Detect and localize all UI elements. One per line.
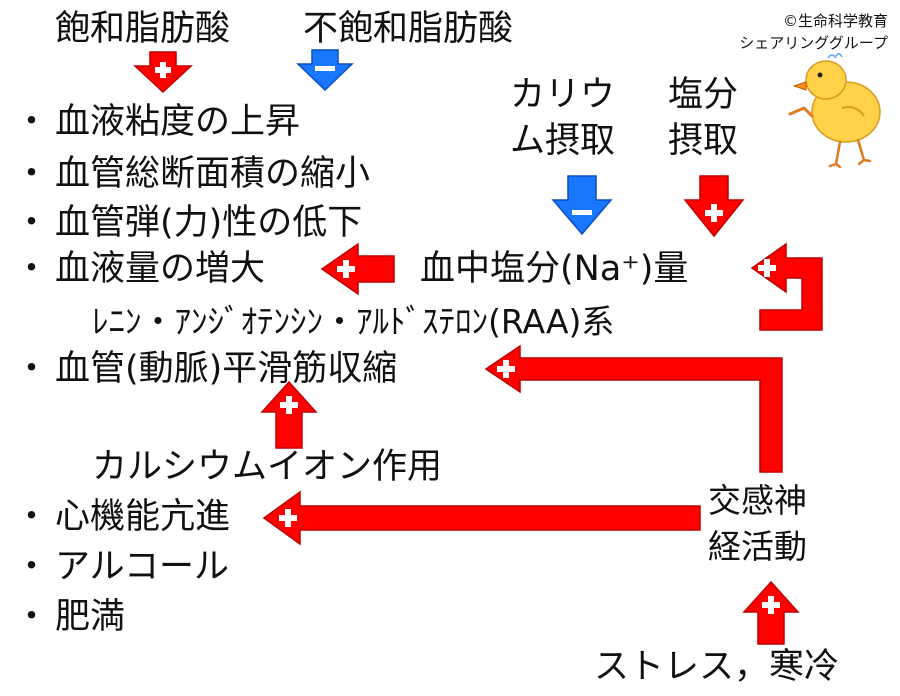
unsaturated-fat-label: 不飽和脂肪酸 (303, 9, 514, 49)
sympathetic-to-smooth-muscle-arrow (484, 344, 783, 473)
factor-vessel-area: 血管総断面積の縮小 (55, 154, 371, 194)
unsaturated-fat-decrease-arrow (296, 49, 354, 92)
calcium-to-smooth-muscle-arrow (260, 380, 318, 449)
sympathetic-to-cardiac-arrow (262, 490, 701, 546)
salt-intake-line-1: 塩分 (668, 75, 739, 115)
raa-feedback-arrow (750, 242, 823, 331)
sympathetic-node-line-1: 交感神 (708, 481, 807, 520)
salt-intake-line-2: 摂取 (668, 121, 739, 161)
bullet: ・ (14, 497, 50, 537)
saturated-fat-label: 飽和脂肪酸 (55, 9, 231, 49)
potassium-intake-line-1: カリウ (510, 75, 616, 115)
factor-cardiac: 心機能亢進 (55, 497, 231, 537)
factor-vessel-elasticity: 血管弾(力)性の低下 (55, 203, 363, 243)
bullet: ・ (14, 349, 50, 389)
saturated-fat-increase-arrow (133, 51, 193, 94)
sodium-to-volume-arrow (320, 242, 395, 296)
copyright-line-2: シェアリンググループ (739, 34, 888, 52)
bullet: ・ (14, 102, 50, 142)
potassium-decrease-arrow (551, 175, 613, 236)
factor-alcohol: アルコール (55, 547, 229, 587)
stress-cold-node: ストレス，寒冷 (594, 647, 840, 687)
factor-obesity: 肥満 (55, 597, 126, 637)
bullet: ・ (14, 249, 50, 289)
factor-blood-volume: 血液量の増大 (55, 249, 266, 289)
bullet: ・ (14, 154, 50, 194)
factor-smooth-muscle: 血管(動脈)平滑筋収縮 (55, 349, 398, 389)
bullet: ・ (14, 203, 50, 243)
chick-illustration (788, 53, 881, 168)
bullet: ・ (14, 547, 50, 587)
calcium-ion-node: カルシウムイオン作用 (92, 447, 443, 487)
raa-system-node: ﾚﾆﾝ・ｱﾝｼﾞｵﾃﾝｼﾝ・ｱﾙﾄﾞｽﾃﾛﾝ(RAA)系 (92, 302, 615, 341)
blood-sodium-node: 血中塩分(Na⁺)量 (420, 249, 689, 289)
sympathetic-node-line-2: 経活動 (708, 527, 807, 566)
stress-to-sympathetic-arrow (742, 580, 800, 645)
bullet: ・ (14, 597, 50, 637)
copyright-line-1: ©生命科学教育 (782, 12, 888, 30)
potassium-intake-line-2: ム摂取 (510, 121, 616, 161)
salt-increase-arrow (683, 175, 745, 238)
factor-blood-viscosity: 血液粘度の上昇 (55, 102, 301, 142)
